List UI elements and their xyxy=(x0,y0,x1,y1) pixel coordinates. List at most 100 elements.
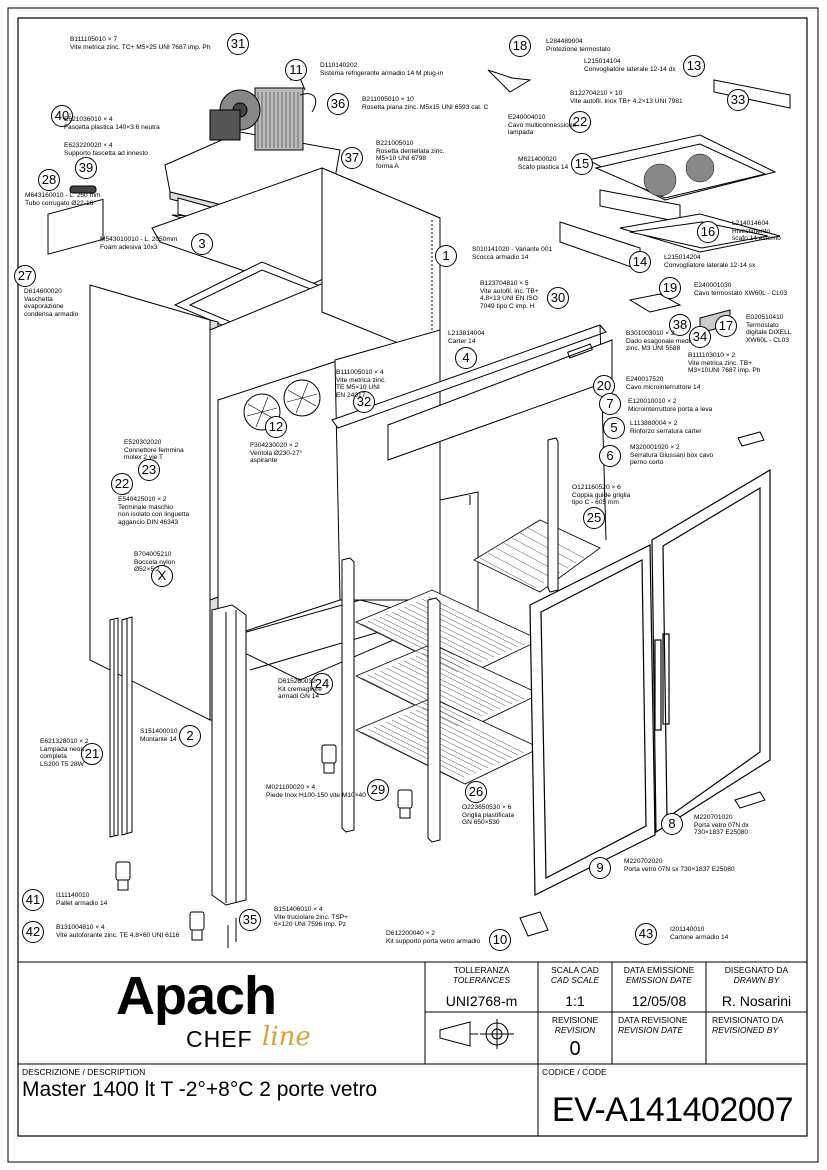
part-code: S010141020 - Variante 001 xyxy=(472,246,553,253)
callout-number-25: 25 xyxy=(583,507,605,529)
callout-number-4: 4 xyxy=(455,347,477,369)
callout-number-26: 26 xyxy=(465,781,487,803)
drawn-header: DISEGNATO DA DRAWN BY xyxy=(706,965,807,985)
logo-apach: Apach xyxy=(116,966,277,1026)
part-description: Vaschetta evaporazione condensa armadio xyxy=(24,295,79,318)
callout-number-20: 20 xyxy=(593,375,615,397)
callout-number-27: 27 xyxy=(14,265,36,287)
part-description: Sistema refrigerante armadio 14 M plug-i… xyxy=(320,69,444,77)
revision-label-en: REVISION xyxy=(554,1024,596,1035)
callout-number-X: X xyxy=(151,565,173,587)
part-code: L214014604 xyxy=(732,220,769,227)
part-description: Porta vetro 07N dx 730×1837 E25080 xyxy=(694,821,749,837)
logo-chef: CHEF xyxy=(186,1026,253,1052)
part-code: L213814004 xyxy=(448,330,485,337)
callout-number-1: 1 xyxy=(435,245,457,267)
part-code: B221005010 xyxy=(376,140,414,147)
revision-header: REVISIONE REVISION xyxy=(538,1015,612,1035)
scale-value: 1:1 xyxy=(565,993,585,1009)
part-code: B122704210 × 10 xyxy=(570,90,623,97)
callout-number-9: 9 xyxy=(589,857,611,879)
revby-header: REVISIONATO DA REVISIONED BY xyxy=(712,1015,807,1035)
callout-number-40: 40 xyxy=(51,105,73,127)
part-code: E120010010 × 2 xyxy=(628,398,677,405)
tolerance-header: TOLLERANZA TOLERANCES xyxy=(425,965,538,985)
part-code: B704005210 xyxy=(134,551,172,558)
part-code: M021100020 × 4 xyxy=(266,784,316,791)
callout-number-5: 5 xyxy=(603,417,625,439)
part-code: L284489004 xyxy=(546,38,583,45)
part-description: Kit supporto porta vetro armadio xyxy=(386,937,481,945)
drawn-label-en: DRAWN BY xyxy=(733,974,780,985)
part-description: Rinforzo serratura carter xyxy=(630,427,702,435)
part-description: Vite autoforante zinc. TE 4.8×60 UNI 611… xyxy=(56,931,180,939)
part-description: Vite autofil. Inox TB+ 4.2×13 UNI 7981 xyxy=(570,97,683,105)
callout-number-19: 19 xyxy=(659,277,681,299)
part-description: Vite metrica zinc. TB+ M3×10UNI 7687 imp… xyxy=(688,359,761,375)
part-description: Cavo termostato XW60L - CL03 xyxy=(694,289,788,297)
drawn-value: R. Nosarini xyxy=(721,993,792,1009)
part-description: Microinterruttore porta a leva xyxy=(628,405,713,413)
part-code: O223650530 × 6 xyxy=(462,804,512,811)
part-description: Lampada neon completa LS200 T5 28W xyxy=(40,745,84,768)
part-code: I201140010 xyxy=(670,926,705,933)
callout-number-18: 18 xyxy=(509,35,531,57)
revdate-header: DATA REVISIONE REVISION DATE xyxy=(618,1015,706,1035)
description-label: DESCRIZIONE / DESCRIPTION xyxy=(22,1067,146,1077)
callout-number-33: 33 xyxy=(727,89,749,111)
part-description: Vite metrica zinc. TC+ M5×25 UNI 7687 im… xyxy=(70,43,211,51)
part-description: Rosetta piana zinc. M5x15 UNI 6593 cat. … xyxy=(362,103,489,111)
callout-number-8: 8 xyxy=(661,813,683,835)
callout-number-16: 16 xyxy=(697,221,719,243)
callout-number-36: 36 xyxy=(327,93,349,115)
part-description: Ventola Ø230-27° aspirante xyxy=(250,449,303,465)
part-description: Vite truciolare zinc. TSP+ 6×120 UNI 759… xyxy=(274,913,348,929)
callout-number-12: 12 xyxy=(265,416,287,438)
part-code: E240001030 xyxy=(694,282,732,289)
part-description: Boccola nylon Ø52×5,2 xyxy=(134,558,176,574)
callout-number-10: 10 xyxy=(489,929,511,951)
part-description: Scocca armadio 14 xyxy=(472,253,529,261)
revision-value: 0 xyxy=(569,1038,581,1060)
part-code: B131004810 × 4 xyxy=(56,924,105,931)
callout-number-28: 28 xyxy=(38,169,60,191)
part-description: Scafo plastica 14 xyxy=(518,163,569,171)
callout-number-15: 15 xyxy=(571,153,593,175)
revby-label: REVISIONATO DA xyxy=(712,1015,784,1025)
part-code: D110140202 xyxy=(320,62,358,69)
part-code: D615260032 xyxy=(278,678,316,685)
part-code: M220701020 xyxy=(694,814,733,821)
part-code: B211005010 × 10 xyxy=(362,96,414,103)
callout-number-24: 24 xyxy=(311,673,333,695)
part-description: Termostato digitale DIXELL XW60L - CL03 xyxy=(746,321,792,344)
part-description: Montante 14 xyxy=(140,735,177,743)
part-code: D614600020 xyxy=(24,288,62,295)
tolerance-label-en: TOLERANCES xyxy=(452,974,511,985)
part-code: B111105010 × 7 xyxy=(70,36,118,43)
callout-number-11: 11 xyxy=(285,59,307,81)
part-code: E020510410 xyxy=(746,314,784,321)
part-code: M543010010 - L. 2050mm xyxy=(100,236,178,243)
part-description: Terminale maschio non isolato con lingue… xyxy=(118,503,190,526)
